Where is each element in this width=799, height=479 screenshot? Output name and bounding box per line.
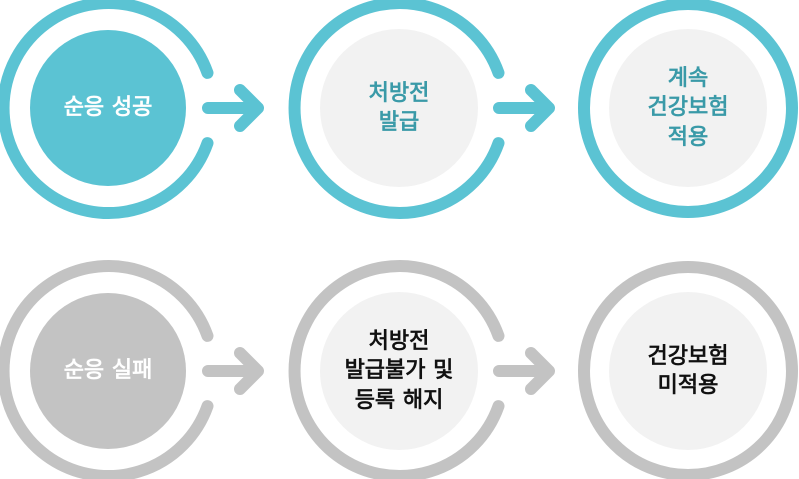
label-line: 계속: [667, 66, 709, 92]
failure-node-2-ring: [288, 260, 505, 479]
failure-node-3-fill: [609, 292, 767, 450]
success-arrow-2: [493, 84, 555, 132]
success-node-2-ring: [288, 0, 505, 219]
label-line: 발급: [378, 110, 420, 135]
label-line: 발급불가 및: [344, 358, 454, 384]
success-node-2-label: 처방전 발급: [329, 58, 469, 158]
success-node-3-fill: [609, 29, 767, 187]
label-line: 순응 실패: [63, 358, 153, 384]
success-node-1-label: 순응 성공: [38, 58, 178, 158]
label-line: 건강보험: [647, 343, 729, 369]
failure-arrow-2: [493, 347, 555, 395]
label-line: 등록 해지: [354, 387, 444, 413]
success-node-3-ring: [578, 0, 798, 218]
failure-node-2-label: 처방전 발급불가 및 등록 해지: [324, 321, 474, 421]
failure-row: [0, 260, 798, 479]
success-node-1-ring: [0, 0, 214, 219]
failure-node-3-ring: [578, 261, 798, 479]
label-line: 순응 성공: [63, 95, 153, 121]
success-arrow-1: [202, 84, 264, 132]
failure-node-1-fill: [30, 293, 186, 449]
success-node-3-label: 계속 건강보험 적용: [618, 58, 758, 158]
failure-node-2-fill: [320, 292, 478, 450]
failure-node-1-label: 순응 실패: [38, 321, 178, 421]
failure-arrow-1: [202, 347, 264, 395]
label-line: 처방전: [368, 80, 430, 106]
success-node-1-fill: [30, 30, 186, 186]
label-line: 적용: [667, 124, 709, 150]
failure-node-3-label: 건강보험 미적용: [618, 321, 758, 421]
success-node-2-fill: [320, 29, 478, 187]
success-row: [0, 0, 798, 219]
label-line: 처방전: [368, 329, 430, 355]
label-line: 미적용: [657, 373, 719, 398]
failure-node-1-ring: [0, 260, 214, 479]
label-line: 건강보험: [647, 95, 729, 121]
